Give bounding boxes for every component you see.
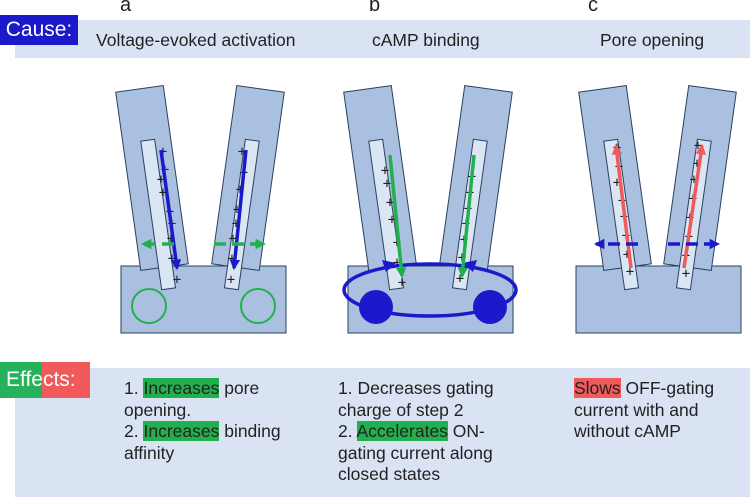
charge-plus: + [386,195,394,211]
panel-letter-b: b [369,0,381,16]
panel-letter-c: c [588,0,598,16]
panel-c-diagram: + + + + + + + + + + + + + + + + [575,84,742,334]
panel-a-diagram: + + + + + + + + + + + + + + + + + [115,84,287,334]
effects-b-text: ON- [447,421,485,441]
charge-plus: + [613,175,621,191]
effects-text-b: 1. Decreases gating charge of step 2 2. … [338,378,494,486]
green-arrow-left-b [388,154,407,279]
camp-binding-ring [342,262,518,318]
charge-plus: + [167,231,175,247]
panel-title-c: Pore opening [600,30,705,50]
cnbd-domain-c [575,265,742,334]
effects-c-text: current with and [574,399,699,420]
panel-title-a: Voltage-evoked activation [96,30,296,50]
charge-plus: + [228,251,236,267]
effects-c-text: OFF-gating [620,378,715,398]
highlight-accelerates: Accelerates [356,421,448,441]
highlight-increases-2: Increases [143,421,220,441]
effects-b-text: gating current along [338,442,493,463]
charge-plus: + [398,275,406,291]
charge-plus: + [381,163,389,179]
charge-plus: + [456,271,464,287]
subunit-right-c [663,84,737,291]
camp-bound-left [359,290,393,324]
highlight-increases-1: Increases [143,378,220,398]
effects-b-text: 2. [338,421,357,441]
charge-plus: + [383,176,391,192]
panel-title-b: cAMP binding [372,30,480,50]
camp-site-empty-left [131,288,167,324]
charge-plus: + [693,156,701,172]
charge-plus: + [623,247,631,263]
effects-a-text: 2. [124,421,144,441]
charge-plus: + [393,255,401,271]
charge-plus: + [157,172,165,188]
charge-plus: + [232,216,240,232]
charge-plus: + [388,212,396,228]
highlight-slows: Slows [574,378,621,398]
effects-a-text: affinity [124,442,175,463]
charge-plus: + [229,231,237,247]
effects-label-text: Effects: [6,368,76,391]
effects-text-c: Slows OFF-gating current with and withou… [574,378,714,443]
charge-plus: + [626,264,634,280]
s4-helix-left-b [368,138,405,291]
effects-a-text: pore [219,378,260,398]
cause-label: Cause: [0,15,78,45]
charge-plus: + [238,144,246,160]
s4-helix-left-a [140,138,177,291]
charge-plus: + [173,272,181,288]
blue-arrow-left-a [159,149,182,271]
subunit-left-b [343,84,417,291]
charge-plus: + [233,202,241,218]
ring-arrowhead-right [463,260,477,272]
cause-band [15,20,750,58]
camp-bound-right [473,290,507,324]
red-arrow-left-c [611,143,633,269]
s4-helix-right-b [451,138,488,291]
charge-plus: + [236,182,244,198]
subunit-left-a [115,84,189,291]
effects-text-a: 1. Increases pore opening. 2. Increases … [124,378,281,464]
camp-site-empty-right [240,288,276,324]
effects-a-text: opening. [124,399,192,420]
panel-letter-a: a [120,0,132,16]
effects-b-text: charge of step 2 [338,399,464,420]
charge-plus: + [458,250,466,266]
cnbd-domain-a [120,265,287,334]
blue-arrow-right-a [229,149,248,271]
charge-plus: + [690,172,698,188]
effects-c-text: without cAMP [574,421,681,441]
effects-a-text: 1. [124,378,144,398]
s4-helix-right-a [223,138,260,291]
effects-b-text: 1. Decreases gating [338,378,494,398]
effects-b-text: closed states [338,464,441,484]
effects-label: Effects: [0,362,90,398]
green-arrow-right-b [457,154,476,279]
charge-plus: + [159,185,167,201]
panel-b-diagram: + + + + + + + + + + + + + + [342,84,518,334]
effects-a-text: binding [219,421,281,441]
charge-plus: + [682,266,690,282]
subunit-right-a [211,84,285,291]
charge-plus: + [227,272,235,288]
red-arrow-right-c [682,143,706,269]
ring-arrowhead-left [382,260,396,272]
